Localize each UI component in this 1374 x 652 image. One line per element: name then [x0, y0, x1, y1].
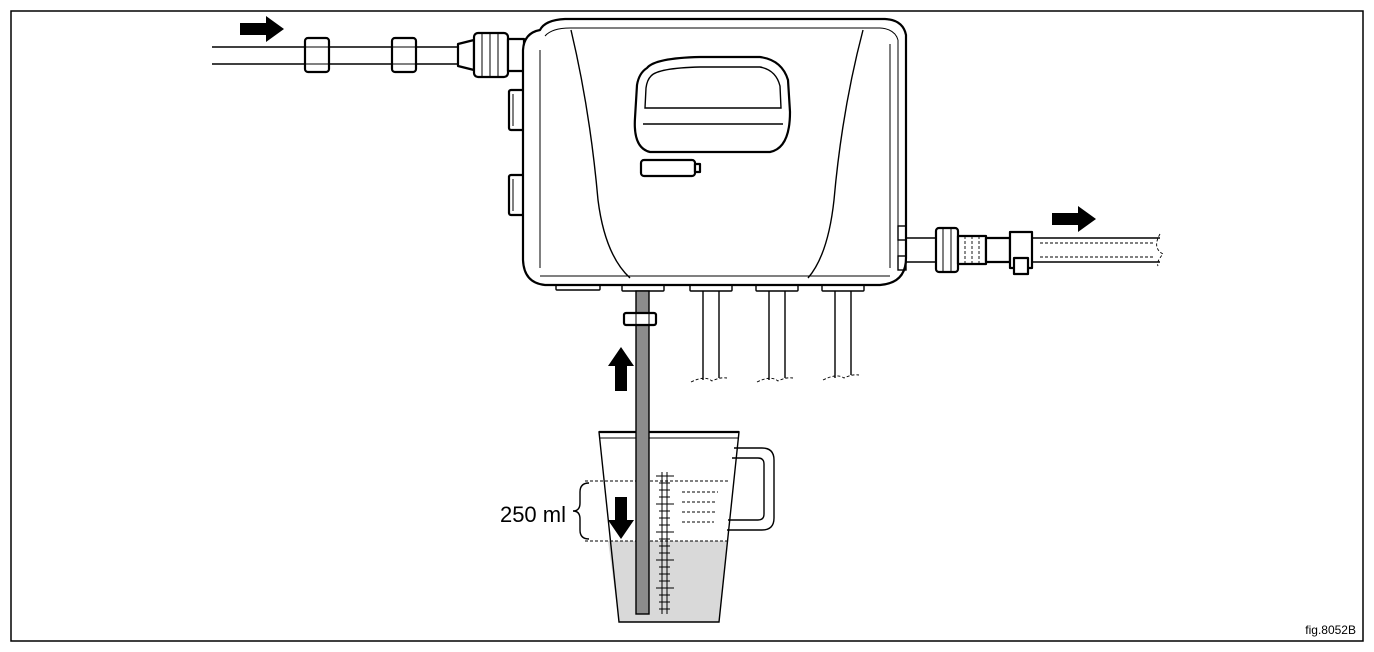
pump-housing [507, 17, 908, 292]
tube-clamp [622, 311, 658, 327]
outlet-hose [1032, 233, 1164, 267]
chemical-hoses [690, 291, 860, 383]
curly-brace-icon [572, 482, 590, 540]
suction-arrow-icon [608, 347, 634, 391]
fill-level-down-arrow-icon [608, 497, 634, 539]
figure-border [10, 10, 1364, 642]
outlet-arrow-icon [1052, 206, 1096, 232]
inlet-arrow-icon [240, 16, 284, 42]
figure-id: fig.8052B [1305, 623, 1356, 637]
inlet-pipe [212, 31, 526, 79]
volume-label: 250 ml [500, 502, 566, 527]
outlet-fitting [906, 226, 1034, 276]
suction-tube [635, 290, 650, 615]
